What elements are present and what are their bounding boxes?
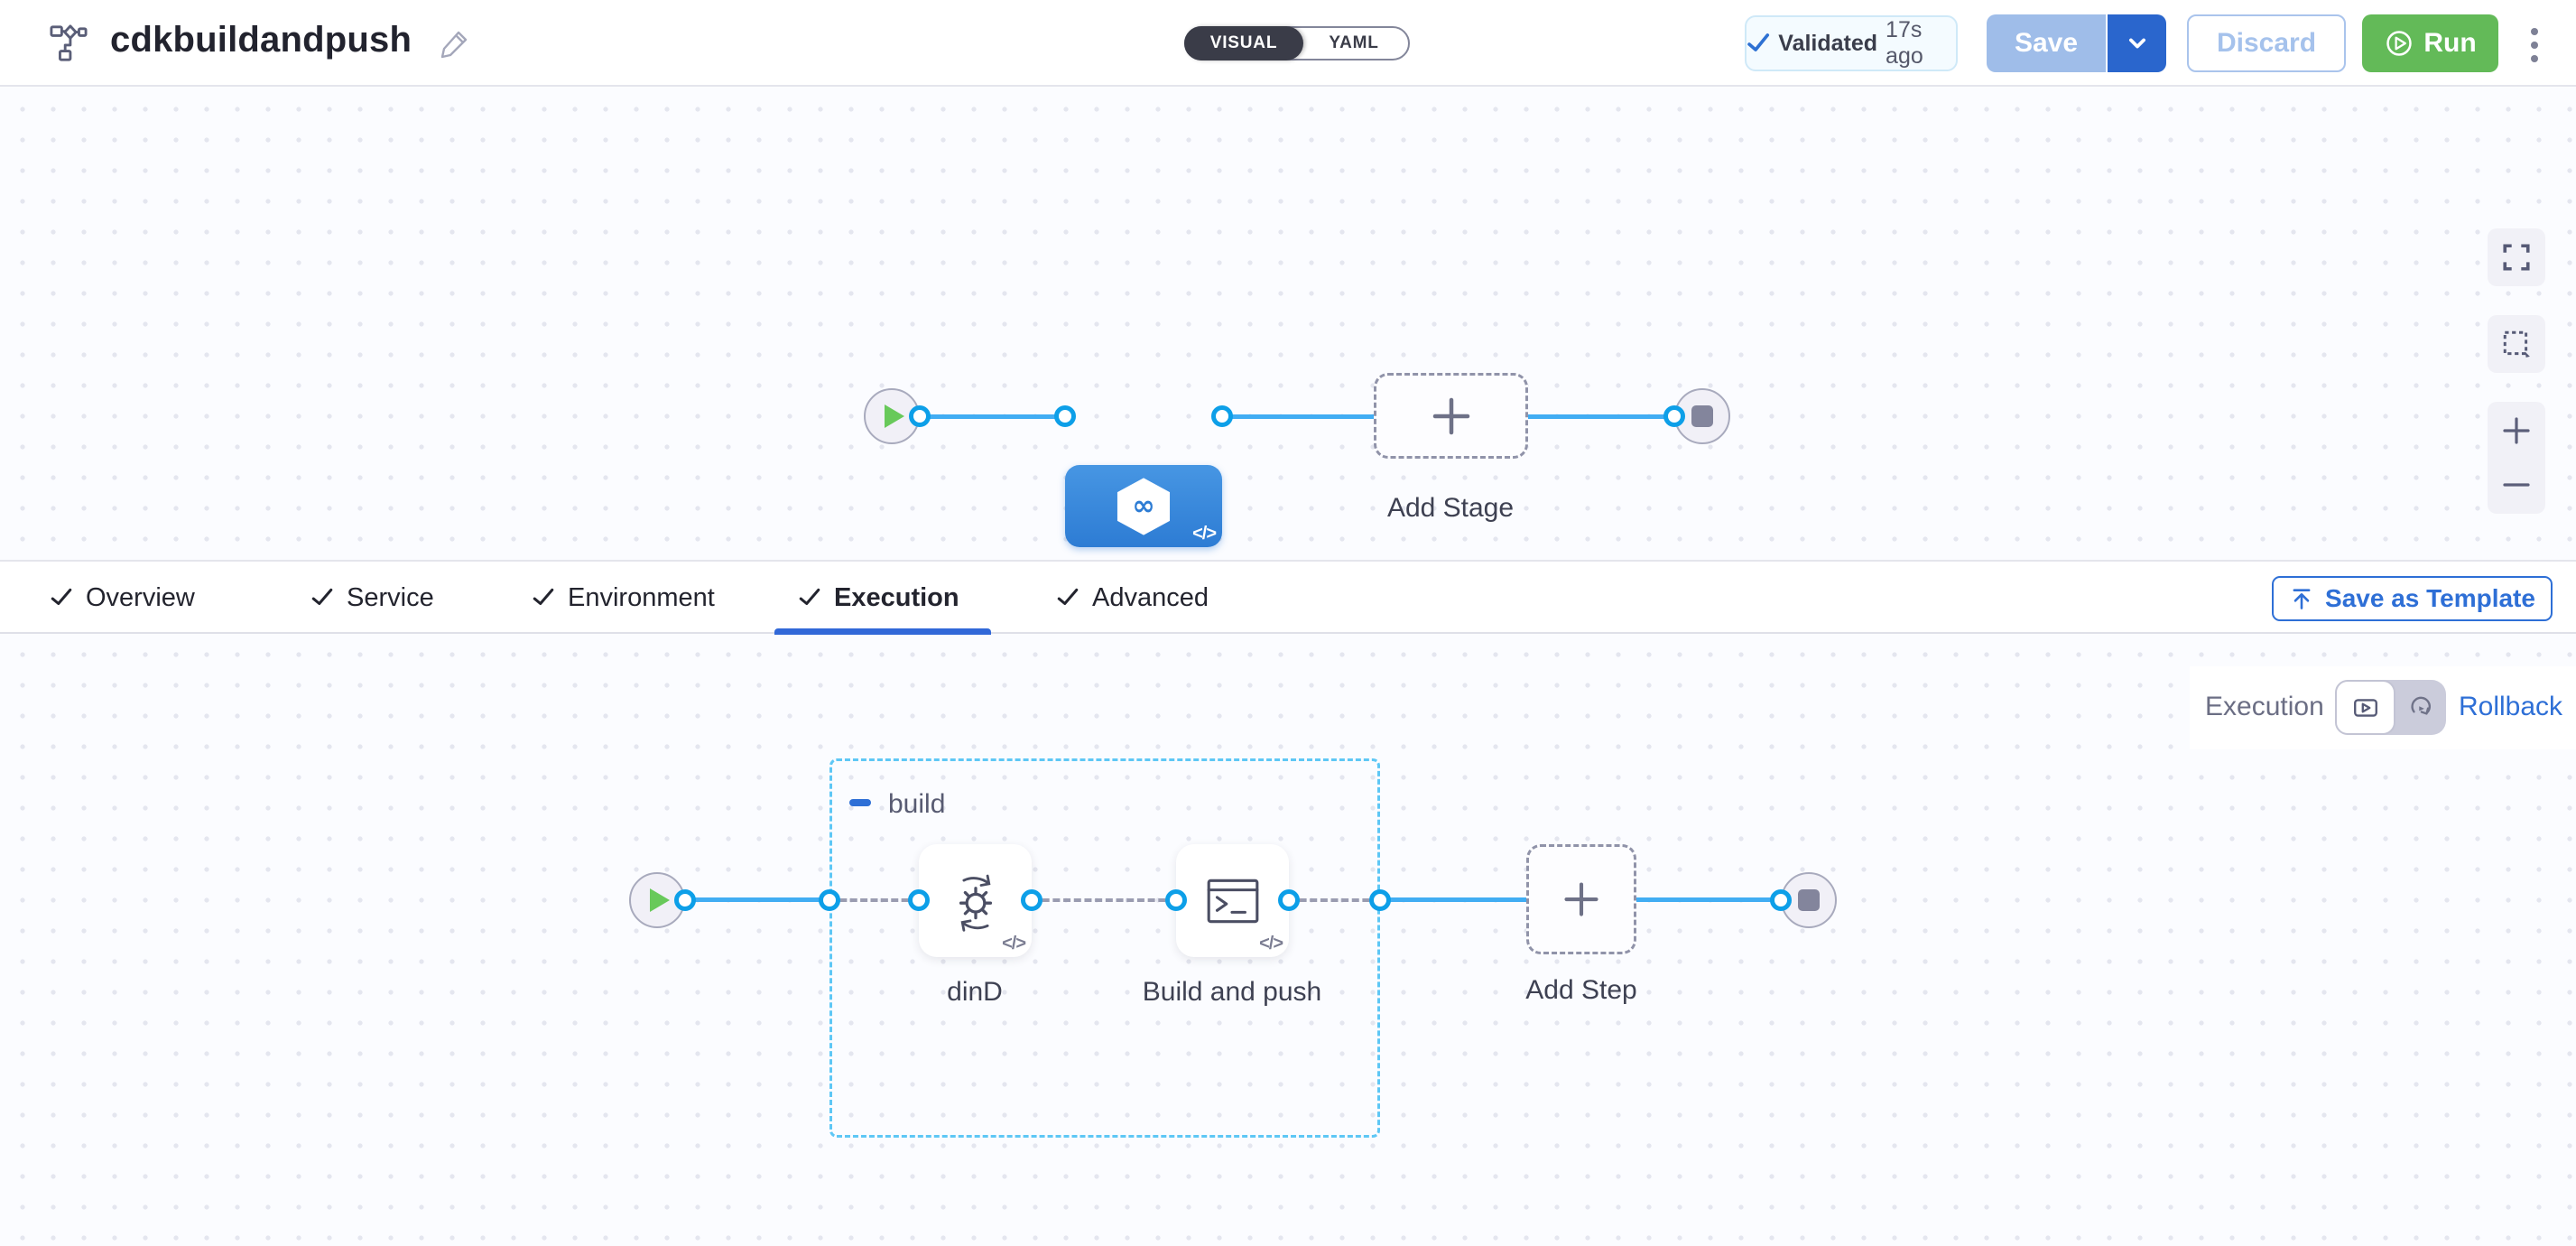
play-icon xyxy=(2386,31,2413,56)
connector-line-dashed xyxy=(1032,898,1176,902)
stop-icon xyxy=(1691,405,1713,427)
connection-port[interactable] xyxy=(819,889,840,911)
toggle-visual[interactable]: VISUAL xyxy=(1184,26,1303,60)
header-bar: cdkbuildandpush VISUAL YAML Validated 17… xyxy=(0,0,2576,87)
play-icon xyxy=(650,888,670,912)
check-icon xyxy=(1057,588,1079,606)
connection-port[interactable] xyxy=(1770,889,1792,911)
play-icon xyxy=(885,404,904,428)
add-step-button[interactable] xyxy=(1526,844,1636,954)
check-icon xyxy=(533,588,554,606)
plus-icon xyxy=(1432,397,1469,434)
step-card-build-and-push[interactable]: </> xyxy=(1176,844,1289,957)
zoom-in-button[interactable] xyxy=(2488,405,2545,456)
connection-port[interactable] xyxy=(1021,889,1042,911)
connection-port[interactable] xyxy=(1369,889,1391,911)
validated-label: Validated xyxy=(1778,30,1878,56)
zoom-in-icon xyxy=(2503,417,2530,444)
zoom-panel xyxy=(2488,402,2545,514)
visual-yaml-toggle: VISUAL YAML xyxy=(1184,26,1410,60)
gear-sync-icon xyxy=(959,874,992,932)
connector-line-dashed xyxy=(829,898,919,902)
step-card-dind[interactable]: </> xyxy=(919,844,1032,957)
plus-icon xyxy=(1564,882,1598,916)
check-icon xyxy=(311,588,333,606)
marquee-select-icon xyxy=(2503,330,2530,358)
code-icon: </> xyxy=(1192,524,1217,544)
terminal-icon xyxy=(1207,879,1258,923)
svg-text:∞: ∞ xyxy=(1132,490,1154,522)
add-stage-label: Add Stage xyxy=(1386,493,1515,523)
execution-rollback-switch xyxy=(2335,680,2446,735)
fullscreen-icon xyxy=(2503,244,2530,271)
tab-overview[interactable]: Overview xyxy=(50,562,195,634)
step-group-build[interactable] xyxy=(829,758,1380,1138)
connector-line xyxy=(1222,414,1374,419)
stop-icon xyxy=(1798,889,1820,911)
toggle-yaml[interactable]: YAML xyxy=(1329,33,1379,52)
check-icon xyxy=(1747,33,1770,51)
connector-line xyxy=(1636,897,1781,902)
add-step-label: Add Step xyxy=(1525,975,1637,1005)
check-icon xyxy=(51,588,72,606)
tab-execution[interactable]: Execution xyxy=(798,562,959,634)
pipeline-icon xyxy=(50,24,88,67)
rollback-mode-button[interactable] xyxy=(2395,680,2446,735)
active-tab-underline xyxy=(774,628,991,635)
connection-port[interactable] xyxy=(1054,405,1076,427)
connection-port[interactable] xyxy=(674,889,696,911)
edit-pencil-icon[interactable] xyxy=(439,27,473,61)
validated-time: 17s ago xyxy=(1886,17,1923,69)
save-as-template-label: Save as Template xyxy=(2325,584,2535,612)
connection-port[interactable] xyxy=(908,889,930,911)
step-name-label: dinD xyxy=(947,977,1003,1007)
discard-button[interactable]: Discard xyxy=(2187,14,2346,72)
connection-port[interactable] xyxy=(1165,889,1187,911)
connector-line xyxy=(685,897,829,902)
execution-mode-button[interactable] xyxy=(2335,680,2395,735)
stage-node-ckd[interactable]: ∞ </> xyxy=(1065,465,1222,547)
tab-advanced[interactable]: Advanced xyxy=(1056,562,1209,634)
run-button[interactable]: Run xyxy=(2362,14,2498,72)
code-icon: </> xyxy=(1002,934,1026,953)
save-split-button: Save xyxy=(1987,14,2166,72)
stage-canvas: ∞ </> ckd Add Stage xyxy=(0,88,2576,560)
run-label: Run xyxy=(2423,28,2477,58)
connector-line xyxy=(920,414,1065,419)
connection-port[interactable] xyxy=(909,405,931,427)
save-as-template-button[interactable]: Save as Template xyxy=(2272,576,2553,621)
save-menu-button[interactable] xyxy=(2106,14,2166,72)
connection-port[interactable] xyxy=(1211,405,1233,427)
zoom-out-icon xyxy=(2503,483,2530,487)
save-button[interactable]: Save xyxy=(1987,14,2106,72)
marquee-select-button[interactable] xyxy=(2488,315,2545,373)
tab-environment[interactable]: Environment xyxy=(532,562,715,634)
check-icon xyxy=(799,588,820,606)
page-title: cdkbuildandpush xyxy=(110,20,412,60)
execution-canvas: Execution Rollback build xyxy=(0,634,2576,1246)
rollback-circular-icon xyxy=(2411,696,2431,715)
upload-template-icon xyxy=(2293,589,2311,609)
group-name-label: build xyxy=(888,789,946,819)
connection-port[interactable] xyxy=(1663,405,1685,427)
execution-mode-label: Execution xyxy=(2205,692,2324,721)
zoom-out-button[interactable] xyxy=(2488,460,2545,510)
tab-service[interactable]: Service xyxy=(310,562,434,634)
collapse-minus-icon[interactable] xyxy=(849,799,871,806)
connector-line xyxy=(1380,897,1526,902)
fullscreen-button[interactable] xyxy=(2488,228,2545,286)
code-icon: </> xyxy=(1259,934,1283,953)
connection-port[interactable] xyxy=(1278,889,1300,911)
connector-line xyxy=(1528,414,1674,419)
connector-line-dashed xyxy=(1289,898,1380,902)
validated-badge[interactable]: Validated 17s ago xyxy=(1745,15,1958,71)
step-name-label: Build and push xyxy=(1142,977,1322,1007)
rollback-link[interactable]: Rollback xyxy=(2459,692,2563,721)
chevron-down-icon xyxy=(2128,38,2145,49)
infinity-hexagon-icon: ∞ xyxy=(1117,477,1171,535)
stage-config-tabbar: Overview Service Environment Execution A… xyxy=(0,560,2576,635)
add-stage-button[interactable] xyxy=(1374,373,1528,459)
kebab-menu-icon[interactable] xyxy=(2518,22,2551,69)
stage-play-icon xyxy=(2353,698,2377,717)
